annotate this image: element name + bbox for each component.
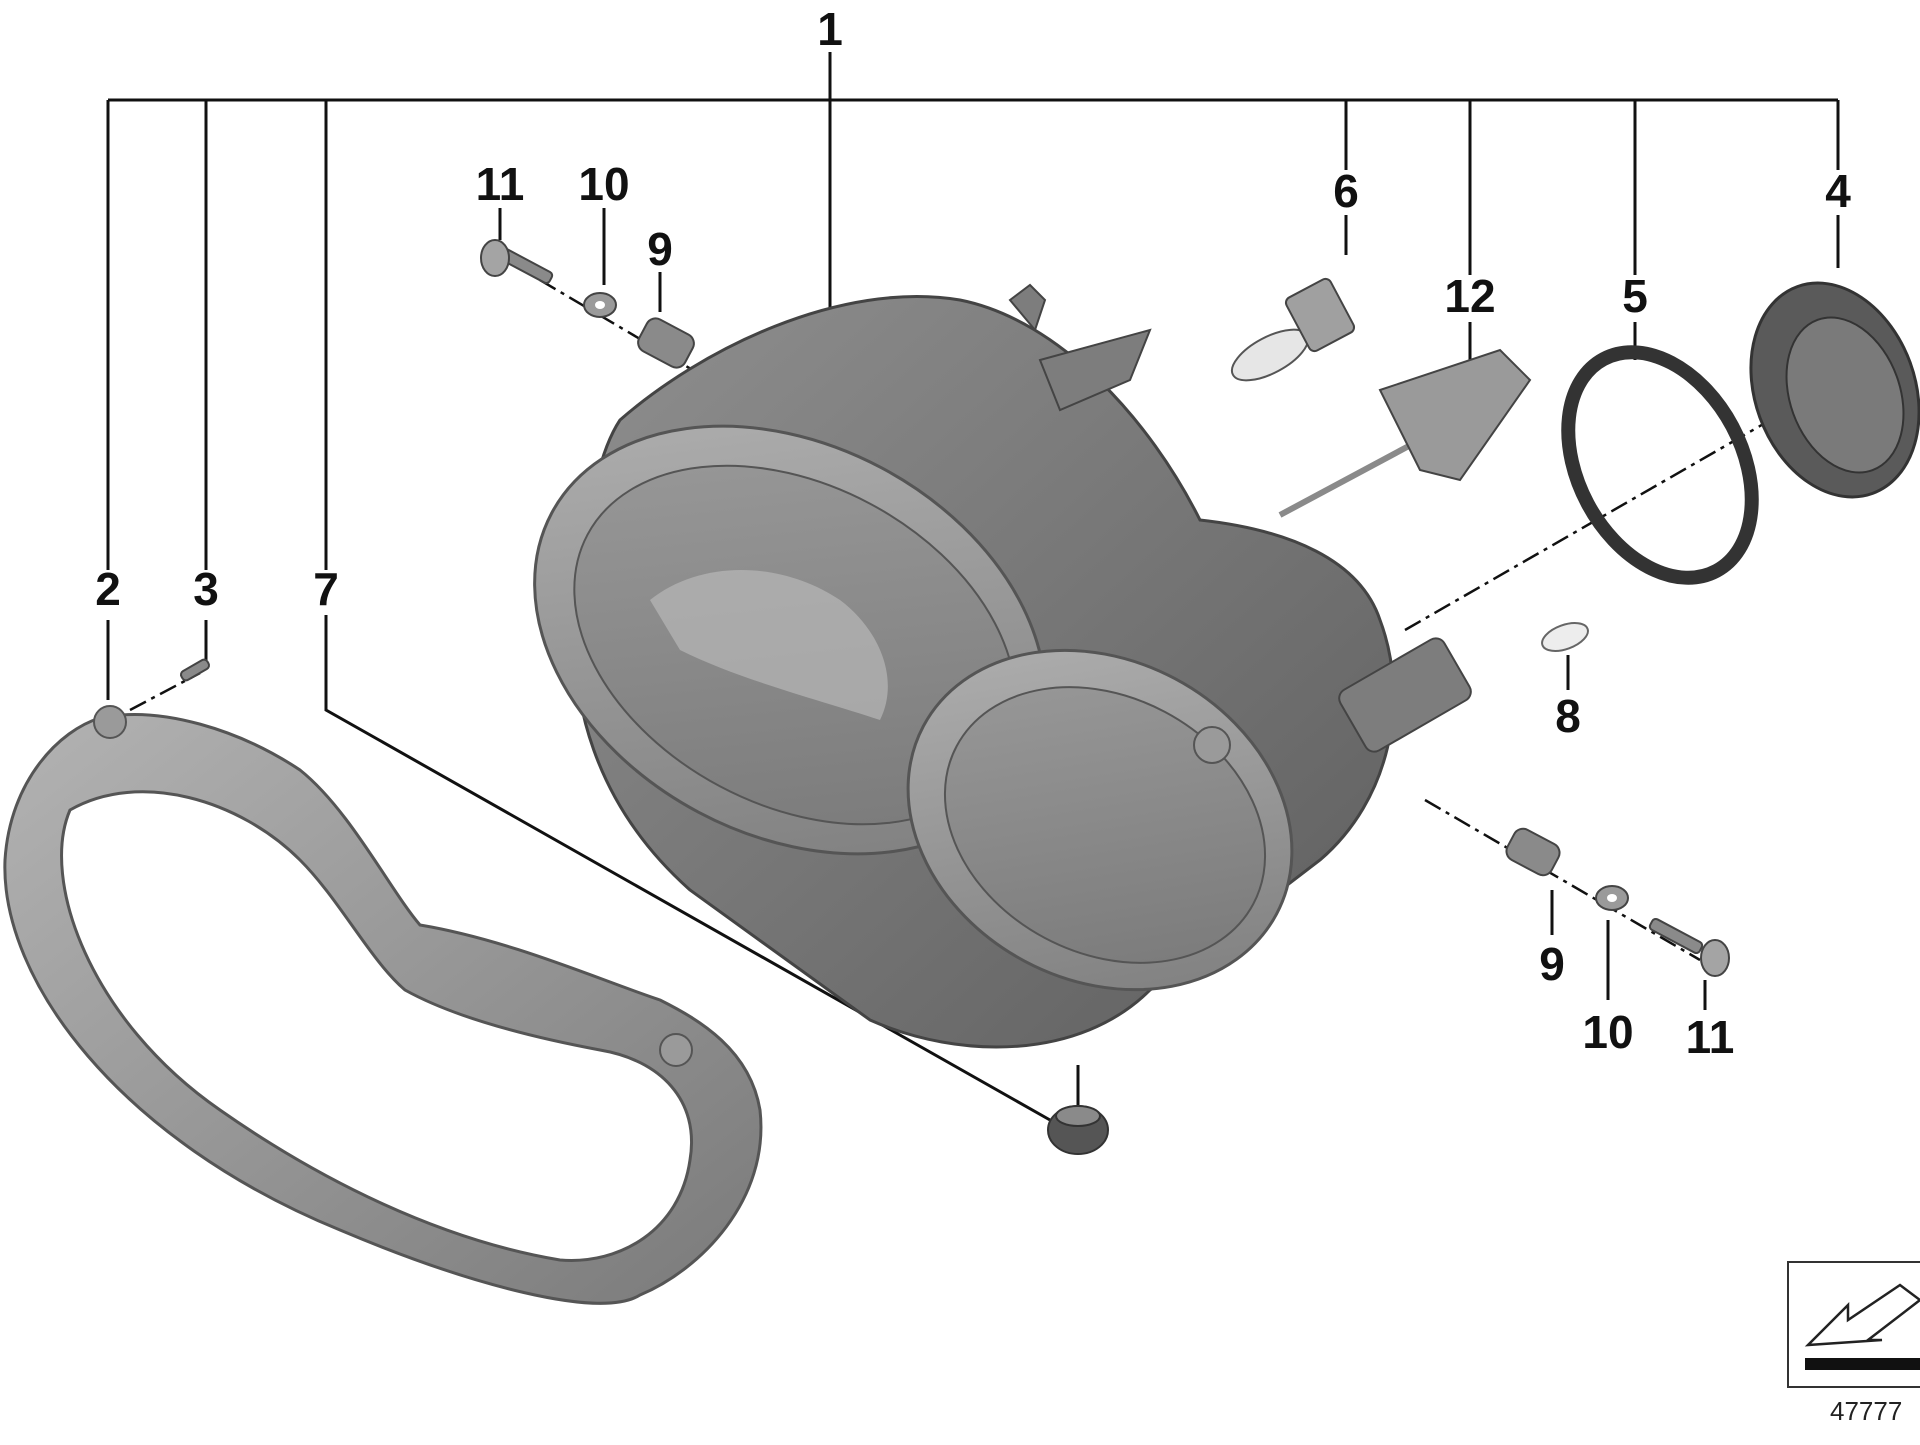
callout-8: 8 <box>1555 690 1581 742</box>
adjuster <box>1278 348 1532 518</box>
trim-frame-mount-right <box>659 1033 693 1067</box>
pin <box>179 658 211 682</box>
callout-12: 12 <box>1444 270 1495 322</box>
axis-right-screw <box>1424 798 1701 962</box>
spacer-top <box>637 317 695 369</box>
callout-6: 6 <box>1333 165 1359 217</box>
callout-9-top: 9 <box>647 223 673 275</box>
screw-bottom-shank <box>1648 917 1704 955</box>
trim-frame <box>3 705 763 1305</box>
reference-number: 47777 <box>1830 1396 1902 1426</box>
cover-cap-face <box>1785 316 1905 474</box>
parking-bulb-glass <box>1541 622 1589 652</box>
bulb-h4 <box>1230 277 1356 382</box>
cover-cap <box>1749 281 1920 499</box>
callout-1: 1 <box>817 3 843 55</box>
ground-line <box>1805 1358 1920 1370</box>
callout-4: 4 <box>1825 165 1851 217</box>
spacer-top-body <box>637 317 695 369</box>
orientation-box: 47777 <box>1787 1261 1920 1426</box>
direction-arrow-icon <box>1804 1283 1920 1347</box>
axis-pin <box>129 671 201 712</box>
washer-bottom <box>1595 885 1629 911</box>
seal-ring <box>1561 345 1759 585</box>
callout-7: 7 <box>313 563 339 615</box>
trim-frame-opening <box>60 790 693 1262</box>
callout-5: 5 <box>1622 270 1648 322</box>
callout-11-top: 11 <box>476 158 525 210</box>
washer-bottom-hole <box>1607 894 1617 902</box>
callout-3: 3 <box>193 563 219 615</box>
parking-bulb <box>1541 622 1589 652</box>
grommet-top <box>1055 1105 1101 1127</box>
callout-labels: 1 2 3 7 11 10 9 6 12 5 4 8 9 10 11 <box>95 3 1851 1063</box>
housing-mount-knob <box>1193 726 1231 764</box>
housing-fin-1 <box>1038 328 1152 412</box>
callout-9-bottom: 9 <box>1539 938 1565 990</box>
spacer-bottom <box>1505 827 1561 877</box>
seal-ring-outer <box>1561 345 1759 585</box>
screw-bottom-head <box>1700 939 1730 977</box>
washer-top <box>583 292 617 318</box>
grommet <box>1047 1105 1109 1155</box>
callout-10-top: 10 <box>578 158 629 210</box>
adjuster-bracket <box>1378 348 1532 482</box>
callout-11-bottom: 11 <box>1686 1011 1735 1063</box>
axis-left-screw <box>539 278 736 397</box>
trim-frame-mount-top <box>93 705 127 739</box>
housing-tab <box>1338 637 1472 753</box>
leader-7 <box>324 100 1051 1122</box>
washer-top-hole <box>595 301 605 309</box>
right-lens <box>943 686 1267 964</box>
screw-top-head <box>480 239 510 277</box>
adjuster-rod <box>1278 437 1422 518</box>
left-lens-reflector <box>650 570 888 720</box>
spacer-bottom-body <box>1505 827 1561 877</box>
headlight-housing <box>533 283 1472 1049</box>
pin-body <box>179 658 211 682</box>
screw-top <box>480 239 554 285</box>
bulb-base <box>1284 277 1356 353</box>
screw-bottom <box>1648 917 1730 977</box>
callout-2: 2 <box>95 563 121 615</box>
housing-fin-2 <box>1008 283 1047 333</box>
callout-10-bottom: 10 <box>1582 1006 1633 1058</box>
